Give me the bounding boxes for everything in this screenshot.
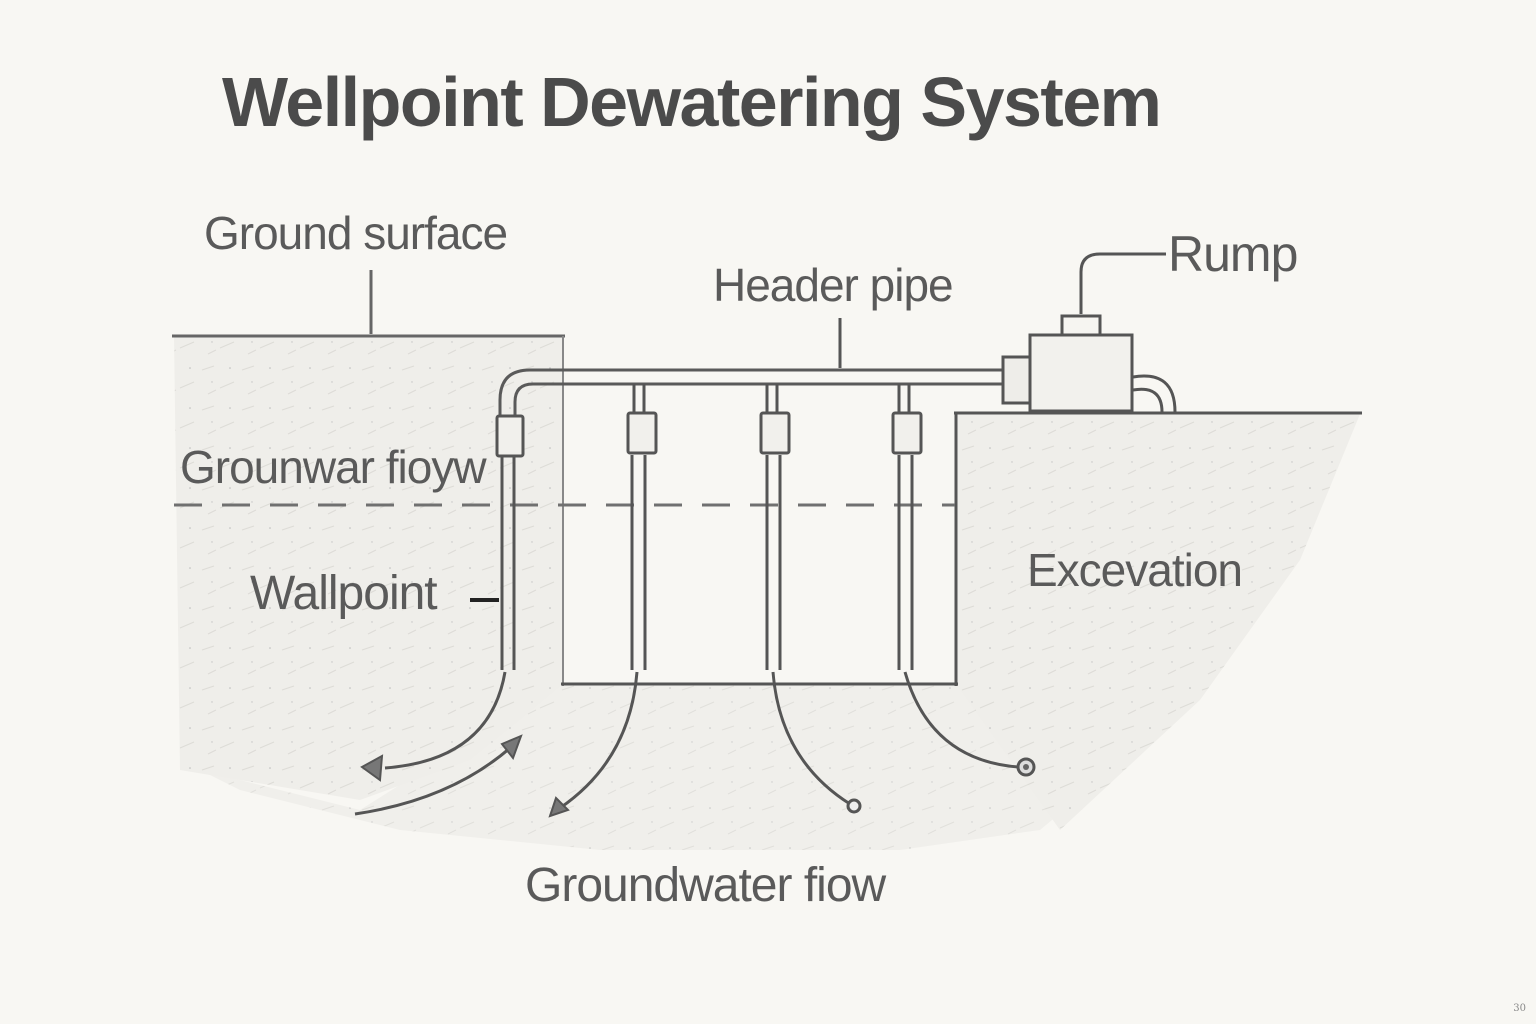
wellpoint-4 [891,384,923,670]
flow-arrow-2 [354,734,523,816]
pump-label: Rump [1168,226,1298,282]
flow-arrow-3 [548,671,639,818]
wellpoint-label: Wallpoint [250,567,438,620]
pump [1001,314,1177,413]
wellpoint-2 [626,384,658,670]
header-pipe-label: Header pipe [713,259,954,311]
groundwater-flow-bottom-label: Groundwater fiow [525,859,886,912]
groundwater-flow-left-label: Grounwar fioyw [180,441,487,493]
excavation-label: Excevation [1027,544,1243,596]
flow-arrow-1 [360,671,507,782]
ground-surface-label: Ground surface [204,207,508,259]
left-soil-block [174,336,563,800]
pump-leader [1079,252,1166,314]
right-soil-block [956,414,1360,830]
flow-arrow-5 [903,671,1036,777]
diagram-title: Wellpoint Dewatering System [222,63,1162,141]
wellpoint-1 [495,414,525,670]
header-pipe-inner [513,382,1003,420]
page-number: 30 [1513,1003,1526,1014]
flow-arrow-4 [771,671,862,814]
header-pipe [498,368,1003,420]
wellpoint-3 [759,384,791,670]
